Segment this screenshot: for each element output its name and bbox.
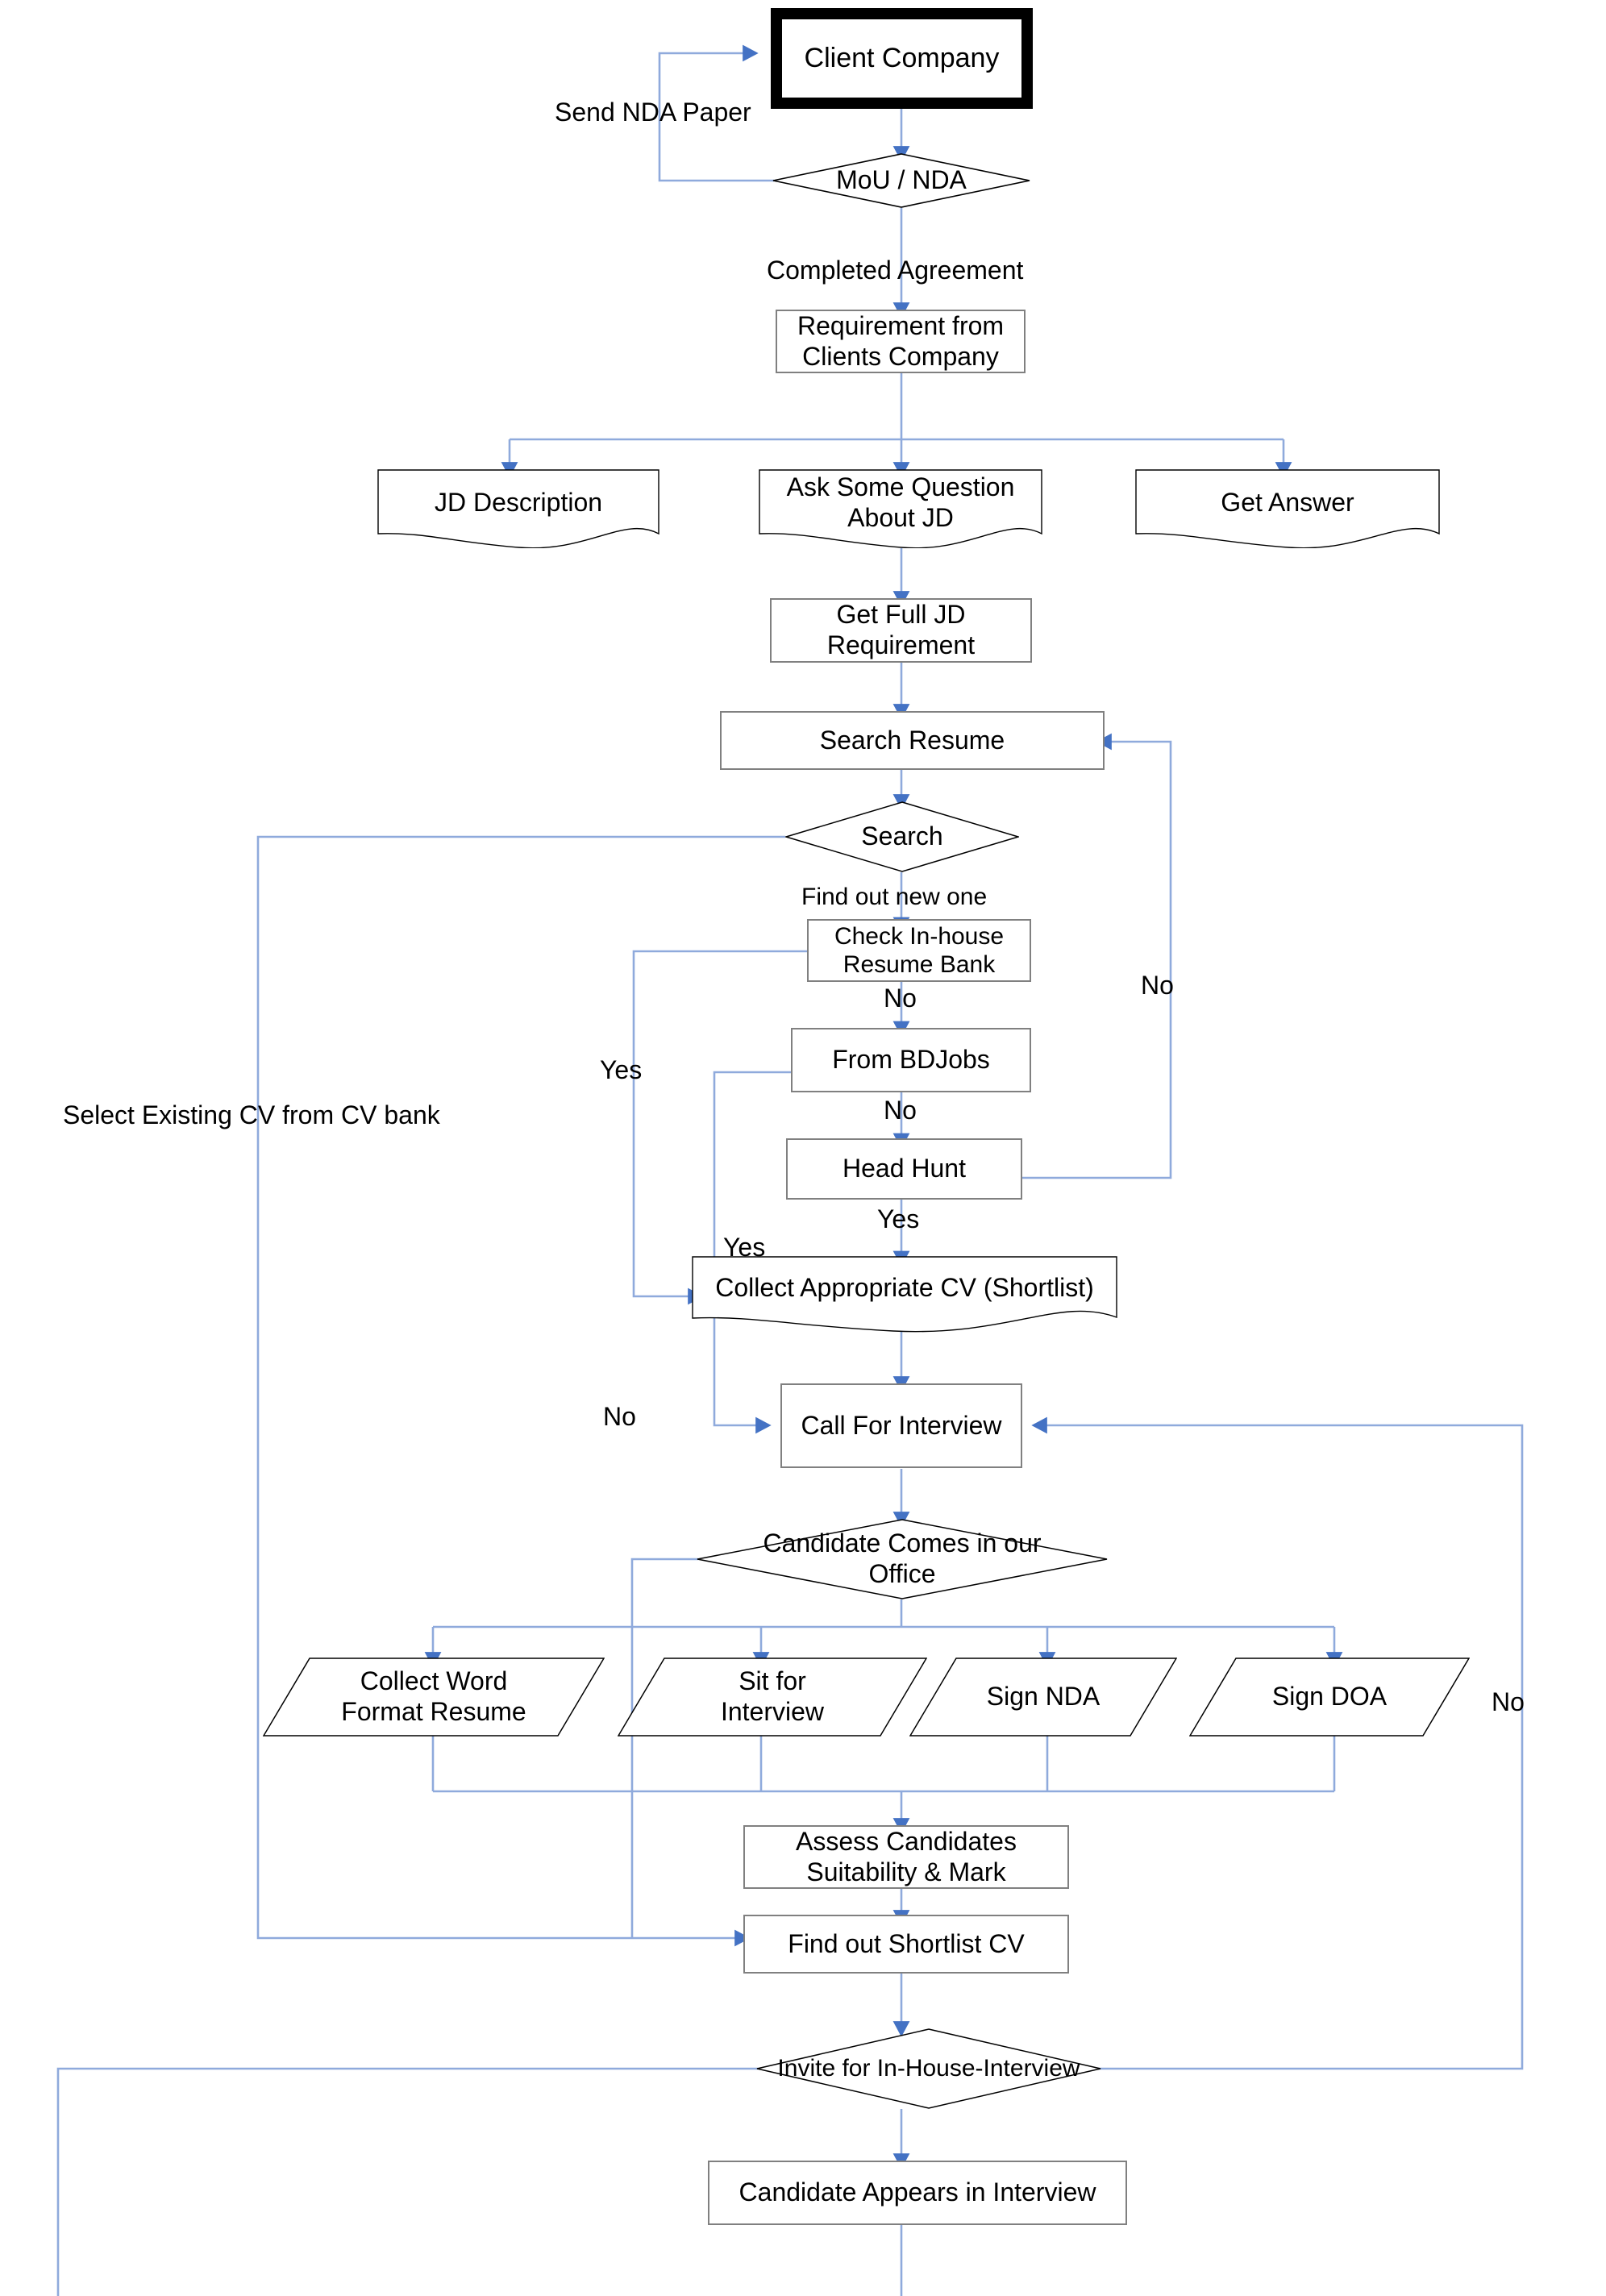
node-candidate-comes-label: Candidate Comes in our Office [763, 1529, 1042, 1588]
parallelogram-shape [618, 1658, 927, 1737]
node-search-resume[interactable]: Search Resume [720, 711, 1105, 770]
node-find-shortlist-cv-label: Find out Shortlist CV [788, 1928, 1025, 1958]
node-find-shortlist-cv[interactable]: Find out Shortlist CV [743, 1915, 1069, 1974]
diamond-shape [756, 2028, 1101, 2109]
node-call-for-interview-label: Call For Interview [801, 1410, 1002, 1440]
edge-label-send-nda-paper: Send NDA Paper [555, 98, 751, 127]
document-shape [1135, 469, 1440, 548]
node-mou-nda-label: MoU / NDA [836, 165, 967, 195]
edge-label-yes-headhunt: Yes [877, 1204, 920, 1233]
edge-label-no-search-loop: No [1141, 971, 1174, 1000]
node-client-company[interactable]: Client Company [771, 8, 1033, 109]
edge-label-yes-inhouse: Yes [600, 1055, 643, 1084]
node-search[interactable]: Search [785, 801, 1019, 872]
node-get-full-jd-label: Get Full JD Requirement [826, 600, 976, 659]
node-candidate-appears-label: Candidate Appears in Interview [739, 2177, 1096, 2207]
diamond-shape [772, 153, 1030, 208]
node-ask-some-question-label: Ask Some Question About JD [786, 472, 1015, 532]
node-collect-word-resume[interactable]: Collect Word Format Resume [263, 1658, 605, 1737]
node-jd-description[interactable]: JD Description [377, 469, 659, 548]
parallelogram-shape [1189, 1658, 1470, 1737]
edge-label-no-invite-loop: No [1492, 1687, 1525, 1716]
node-get-answer[interactable]: Get Answer [1135, 469, 1440, 548]
diamond-shape [697, 1519, 1108, 1599]
node-sign-doa-label: Sign DOA [1271, 1682, 1388, 1712]
node-assess-candidates-label: Assess Candidates Suitability & Mark [796, 1826, 1017, 1886]
node-sign-doa[interactable]: Sign DOA [1189, 1658, 1470, 1737]
edge-label-find-out-new-one: Find out new one [801, 884, 988, 910]
node-requirement-from-clients-label: Requirement from Clients Company [797, 310, 1005, 371]
node-client-company-label: Client Company [804, 43, 1000, 74]
node-search-resume-label: Search Resume [819, 725, 1005, 755]
edge-label-no-bdjobs: No [884, 1096, 917, 1125]
node-call-for-interview[interactable]: Call For Interview [780, 1383, 1022, 1468]
node-requirement-from-clients[interactable]: Requirement from Clients Company [776, 310, 1026, 373]
edge-label-completed-agreement: Completed Agreement [767, 256, 1024, 285]
node-get-full-jd[interactable]: Get Full JD Requirement [770, 598, 1032, 663]
node-assess-candidates[interactable]: Assess Candidates Suitability & Mark [743, 1825, 1069, 1889]
node-candidate-comes[interactable]: Candidate Comes in our Office [697, 1519, 1108, 1599]
document-shape [759, 469, 1042, 548]
node-check-inhouse-label: Check In-house Resume Bank [834, 922, 1005, 978]
document-shape [377, 469, 659, 548]
node-get-answer-label: Get Answer [1221, 488, 1354, 518]
node-sit-for-interview-label: Sit for Interview [720, 1666, 825, 1726]
parallelogram-shape [909, 1658, 1177, 1737]
node-invite-inhouse-label: Invite for In-House-Interview [777, 2055, 1080, 2082]
node-from-bdjobs[interactable]: From BDJobs [791, 1028, 1031, 1092]
edge-label-no-candidate-comes: No [603, 1402, 636, 1431]
node-collect-cv-label: Collect Appropriate CV (Shortlist) [715, 1273, 1094, 1303]
node-mou-nda[interactable]: MoU / NDA [772, 153, 1030, 208]
node-head-hunt-label: Head Hunt [843, 1154, 966, 1183]
node-sit-for-interview[interactable]: Sit for Interview [618, 1658, 927, 1737]
diamond-shape [785, 801, 1019, 872]
node-jd-description-label: JD Description [434, 488, 603, 518]
node-search-label: Search [861, 821, 943, 851]
node-sign-nda[interactable]: Sign NDA [909, 1658, 1177, 1737]
node-candidate-appears[interactable]: Candidate Appears in Interview [708, 2161, 1127, 2225]
node-invite-inhouse[interactable]: Invite for In-House-Interview [756, 2028, 1101, 2109]
node-ask-some-question[interactable]: Ask Some Question About JD [759, 469, 1042, 548]
edge-label-no-inhouse: No [884, 984, 917, 1013]
node-head-hunt[interactable]: Head Hunt [786, 1138, 1022, 1200]
node-collect-cv[interactable]: Collect Appropriate CV (Shortlist) [692, 1256, 1117, 1335]
node-from-bdjobs-label: From BDJobs [832, 1045, 990, 1075]
node-sign-nda-label: Sign NDA [986, 1682, 1100, 1712]
edge-label-select-existing-cv: Select Existing CV from CV bank [63, 1100, 440, 1129]
node-check-inhouse[interactable]: Check In-house Resume Bank [807, 919, 1031, 982]
edge-label-yes-bdjobs: Yes [723, 1233, 766, 1262]
node-collect-word-resume-label: Collect Word Format Resume [341, 1666, 526, 1726]
parallelogram-shape [263, 1658, 605, 1737]
document-shape [692, 1256, 1117, 1335]
